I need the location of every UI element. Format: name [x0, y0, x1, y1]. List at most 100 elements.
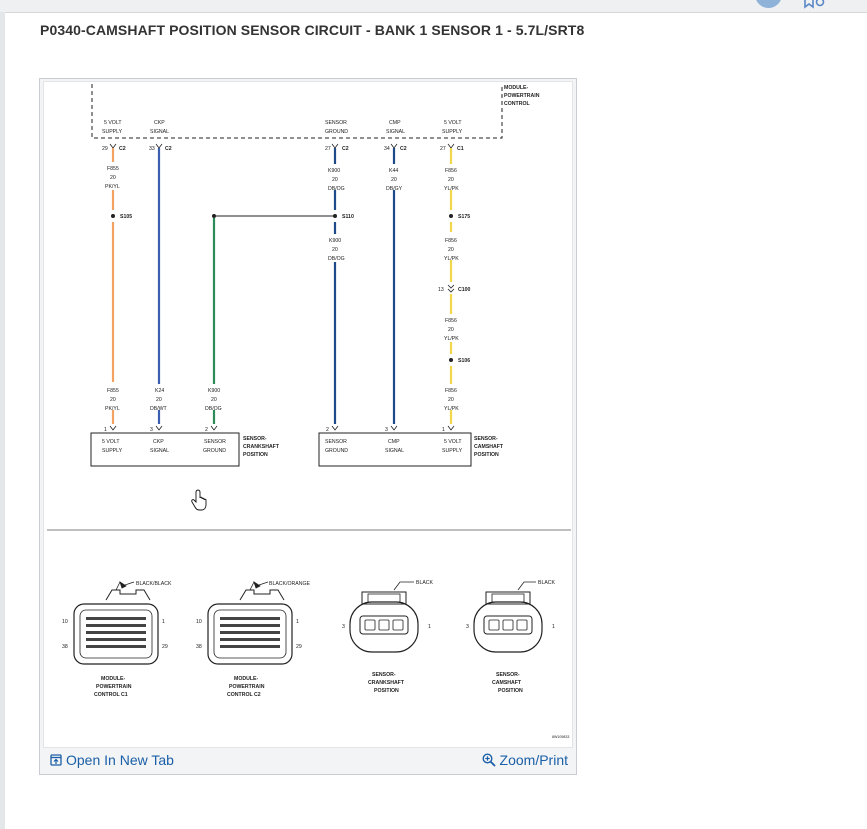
wires	[111, 148, 453, 424]
svg-text:CAMSHAFT: CAMSHAFT	[492, 680, 522, 686]
svg-text:1: 1	[552, 624, 555, 630]
svg-text:K900: K900	[329, 238, 341, 244]
svg-text:GROUND: GROUND	[203, 448, 226, 454]
svg-text:38: 38	[196, 644, 202, 650]
svg-text:2: 2	[205, 427, 208, 433]
svg-text:10: 10	[196, 619, 202, 625]
svg-text:20: 20	[448, 397, 454, 403]
sensor-pin-numbers: 1 3 2 2 3 1	[104, 427, 445, 433]
svg-text:K24: K24	[155, 388, 164, 394]
svg-text:S175: S175	[458, 214, 470, 220]
svg-text:29: 29	[102, 146, 108, 152]
svg-text:GROUND: GROUND	[325, 448, 348, 454]
svg-text:3: 3	[385, 427, 388, 433]
hand-cursor-icon	[191, 489, 207, 511]
svg-text:1: 1	[104, 427, 107, 433]
svg-text:F855: F855	[107, 166, 119, 172]
svg-text:20: 20	[110, 397, 116, 403]
svg-text:C2: C2	[400, 146, 407, 152]
svg-text:CMP: CMP	[388, 439, 400, 445]
svg-text:SUPPLY: SUPPLY	[442, 129, 463, 135]
open-in-new-tab-link[interactable]: Open In New Tab	[50, 752, 174, 768]
svg-text:CONTROL C2: CONTROL C2	[227, 692, 261, 698]
svg-text:CRANKSHAFT: CRANKSHAFT	[243, 444, 280, 450]
svg-text:YL/PK: YL/PK	[444, 256, 459, 262]
figure-id: 8W109833	[552, 735, 569, 739]
c100-label: C100	[458, 287, 471, 293]
page-title: P0340-CAMSHAFT POSITION SENSOR CIRCUIT -…	[40, 22, 585, 38]
svg-text:20: 20	[332, 177, 338, 183]
svg-text:GROUND: GROUND	[325, 129, 348, 135]
connector-view-crank: BLACK 3 1 SENSOR- CRANKSHAFT POSITION	[342, 580, 434, 694]
svg-text:CAMSHAFT: CAMSHAFT	[474, 444, 504, 450]
open-in-new-tab-label: Open In New Tab	[66, 752, 174, 768]
wiring-diagram-svg: MODULE- POWERTRAIN CONTROL 5 VOLT SUPPLY…	[47, 84, 571, 739]
svg-text:CONTROL C1: CONTROL C1	[94, 692, 128, 698]
svg-text:5 VOLT: 5 VOLT	[104, 120, 122, 126]
svg-text:C2: C2	[165, 146, 172, 152]
svg-text:38: 38	[62, 644, 68, 650]
svg-text:K900: K900	[208, 388, 220, 394]
user-avatar[interactable]	[755, 0, 782, 8]
svg-text:2: 2	[326, 427, 329, 433]
c100-chevron	[447, 284, 455, 293]
svg-text:SIGNAL: SIGNAL	[385, 448, 404, 454]
svg-text:20: 20	[332, 247, 338, 253]
pcm-label-2: POWERTRAIN	[504, 93, 540, 99]
svg-text:20: 20	[211, 397, 217, 403]
pcm-label-3: CONTROL	[504, 101, 530, 107]
zoom-print-link[interactable]: Zoom/Print	[482, 752, 568, 768]
svg-text:PK/YL: PK/YL	[105, 184, 120, 190]
svg-text:MODULE-: MODULE-	[234, 676, 258, 682]
crank-sensor-pins: 5 VOLT SUPPLY CKP SIGNAL SENSOR GROUND	[102, 439, 226, 454]
svg-text:BLACK/ORANGE: BLACK/ORANGE	[269, 581, 310, 587]
svg-text:SENSOR-: SENSOR-	[474, 436, 498, 442]
svg-text:BLACK/BLACK: BLACK/BLACK	[136, 581, 172, 587]
svg-text:20: 20	[448, 247, 454, 253]
svg-text:CRANKSHAFT: CRANKSHAFT	[368, 680, 405, 686]
svg-text:DB/OG: DB/OG	[328, 186, 345, 192]
splice-dots	[111, 214, 453, 362]
svg-text:POSITION: POSITION	[474, 452, 499, 458]
pcm-pin-names: 5 VOLT SUPPLY CKP SIGNAL SENSOR GROUND C…	[102, 120, 463, 135]
svg-text:29: 29	[162, 644, 168, 650]
svg-text:27: 27	[325, 146, 331, 152]
cam-sensor-label: SENSOR- CAMSHAFT POSITION	[474, 436, 504, 458]
diagram-card: MODULE- POWERTRAIN CONTROL 5 VOLT SUPPLY…	[39, 78, 577, 775]
svg-text:POSITION: POSITION	[374, 688, 399, 694]
svg-text:C1: C1	[457, 146, 464, 152]
wire-labels-top: F855 20 PK/YL K900 20 DB/OG K900 20 DB/O…	[105, 166, 459, 342]
svg-text:20: 20	[448, 177, 454, 183]
svg-text:10: 10	[62, 619, 68, 625]
crank-sensor-label: SENSOR- CRANKSHAFT POSITION	[243, 436, 280, 458]
svg-text:C2: C2	[119, 146, 126, 152]
svg-text:K900: K900	[328, 168, 340, 174]
bookmark-search-icon[interactable]	[803, 0, 827, 10]
connector-view-pcm-c2: BLACK/ORANGE 10 1 38 29 MODULE- POWERTRA…	[196, 581, 310, 698]
open-new-tab-icon	[50, 754, 62, 766]
c100-pin: 13	[438, 287, 444, 293]
svg-text:F855: F855	[107, 388, 119, 394]
svg-text:DB/GY: DB/GY	[386, 186, 403, 192]
browser-top-bar	[0, 0, 867, 13]
svg-text:DB/OG: DB/OG	[328, 256, 345, 262]
svg-text:27: 27	[440, 146, 446, 152]
left-edge-strip	[0, 12, 5, 829]
svg-text:33: 33	[149, 146, 155, 152]
pcm-label-1: MODULE-	[504, 85, 528, 91]
svg-text:BLACK: BLACK	[538, 580, 556, 586]
svg-text:F856: F856	[445, 238, 457, 244]
cam-sensor-pins: SENSOR GROUND CMP SIGNAL 5 VOLT SUPPLY	[325, 439, 463, 454]
svg-text:5 VOLT: 5 VOLT	[444, 120, 462, 126]
svg-text:SENSOR: SENSOR	[325, 120, 347, 126]
svg-text:F856: F856	[445, 318, 457, 324]
wiring-diagram[interactable]: MODULE- POWERTRAIN CONTROL 5 VOLT SUPPLY…	[43, 81, 573, 748]
wire-labels-bottom: F855 20 PK/YL K24 20 DB/WT K900 20 DB/OG…	[105, 388, 459, 412]
svg-text:YL/PK: YL/PK	[444, 336, 459, 342]
connector-view-pcm-c1: BLACK/BLACK 10 1 38 29 MODULE- POWERTRAI…	[62, 581, 172, 698]
svg-text:POSITION: POSITION	[498, 688, 523, 694]
zoom-print-label: Zoom/Print	[499, 752, 568, 768]
svg-text:S105: S105	[120, 214, 132, 220]
svg-text:DB/OG: DB/OG	[205, 406, 222, 412]
svg-text:S110: S110	[342, 214, 354, 220]
